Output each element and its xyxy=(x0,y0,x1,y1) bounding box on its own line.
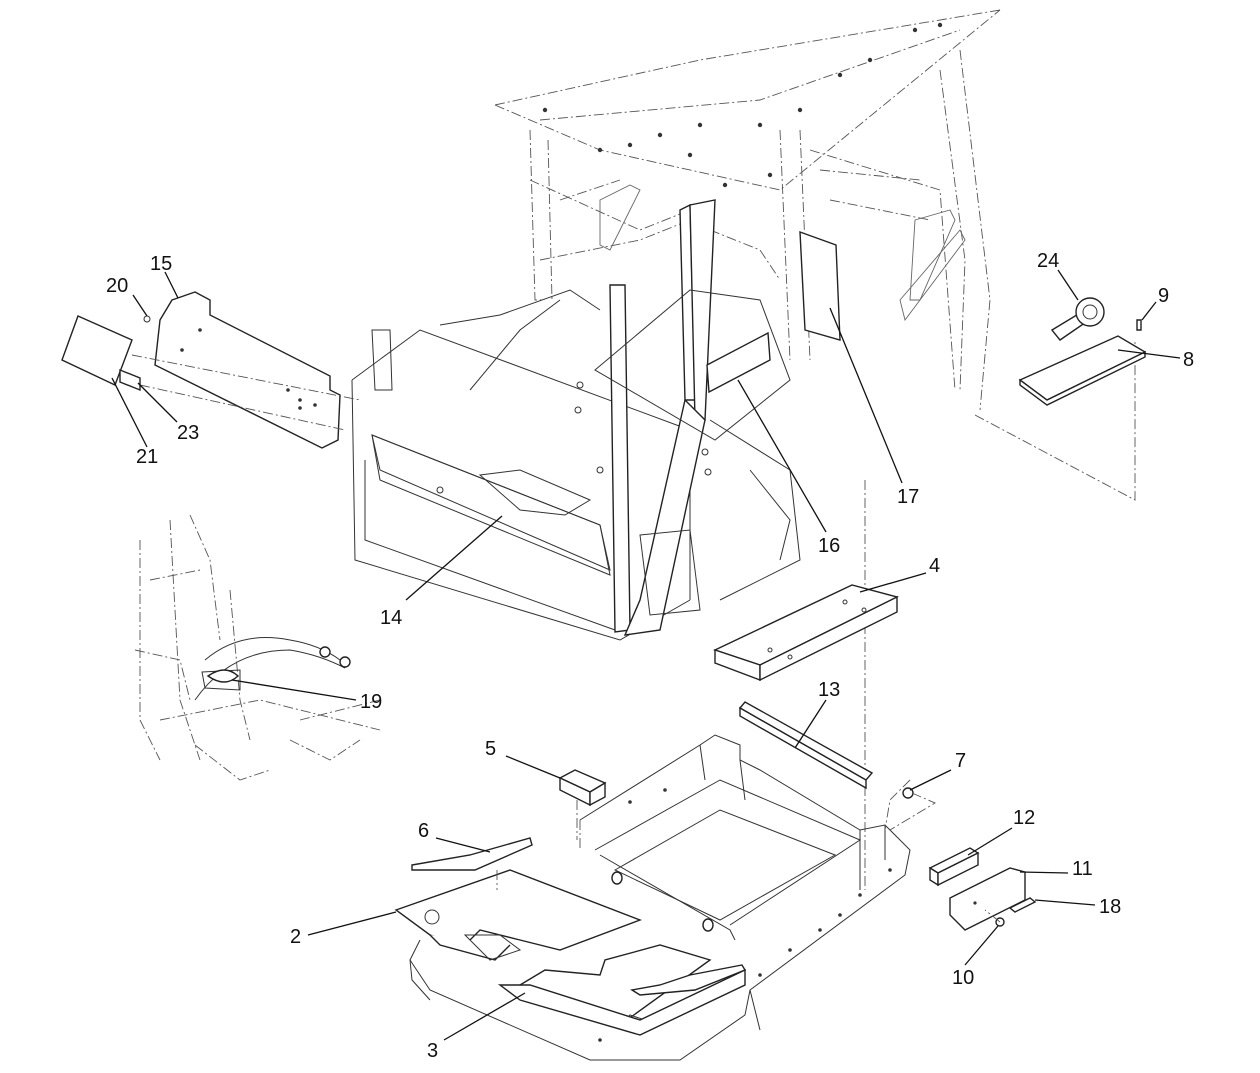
callout-21: 21 xyxy=(136,446,158,468)
part-15-side-panel[interactable] xyxy=(154,291,341,449)
callout-8: 8 xyxy=(1183,349,1194,371)
part-17-panel[interactable] xyxy=(799,230,841,341)
part-9-screw[interactable] xyxy=(1136,319,1142,331)
part-16-decal[interactable] xyxy=(706,331,771,394)
part-8-plate[interactable] xyxy=(1018,335,1147,406)
callout-10: 10 xyxy=(952,967,974,989)
callout-3: 3 xyxy=(427,1040,438,1062)
callout-4: 4 xyxy=(929,555,940,577)
callout-15: 15 xyxy=(150,253,172,275)
part-6-trim-strip[interactable] xyxy=(411,837,747,1036)
callout-24: 24 xyxy=(1037,250,1059,272)
part-5-block[interactable] xyxy=(558,769,607,807)
callout-6: 6 xyxy=(418,820,429,842)
part-12-bracket[interactable] xyxy=(928,847,980,887)
part-11-cover[interactable] xyxy=(949,867,1026,931)
part-13-seal-strip[interactable] xyxy=(738,701,874,790)
floor-frame-assembly xyxy=(409,734,911,1061)
callout-11: 11 xyxy=(1072,858,1093,880)
part-23-clip[interactable] xyxy=(119,368,141,392)
callout-23: 23 xyxy=(177,422,199,444)
callout-18: 18 xyxy=(1099,896,1121,918)
callout-19: 19 xyxy=(360,691,382,713)
callout-9: 9 xyxy=(1158,285,1169,307)
part-18-decal[interactable] xyxy=(1008,897,1037,913)
callout-16: 16 xyxy=(818,535,840,557)
callout-7: 7 xyxy=(955,750,966,772)
part-20-screw[interactable] xyxy=(143,315,151,323)
leader-lines xyxy=(111,269,1181,1041)
part-4-pad[interactable] xyxy=(713,584,899,682)
part-14-floor-grille[interactable] xyxy=(371,434,611,576)
part-24-key[interactable] xyxy=(1050,297,1105,341)
callout-20: 20 xyxy=(106,275,128,297)
callout-5: 5 xyxy=(485,738,496,760)
callout-14: 14 xyxy=(380,607,402,629)
part-19-clamp[interactable] xyxy=(206,669,240,683)
inset-harness-detail xyxy=(134,514,381,781)
callout-13: 13 xyxy=(818,679,840,701)
callout-12: 12 xyxy=(1013,807,1035,829)
callout-17: 17 xyxy=(897,486,919,508)
front-frame-assembly xyxy=(351,199,801,641)
callout-2: 2 xyxy=(290,926,301,948)
part-2-floor-mat[interactable] xyxy=(394,869,642,961)
callout-labels: 2 3 4 5 6 7 8 9 10 11 12 13 14 15 16 17 … xyxy=(106,250,1194,1062)
